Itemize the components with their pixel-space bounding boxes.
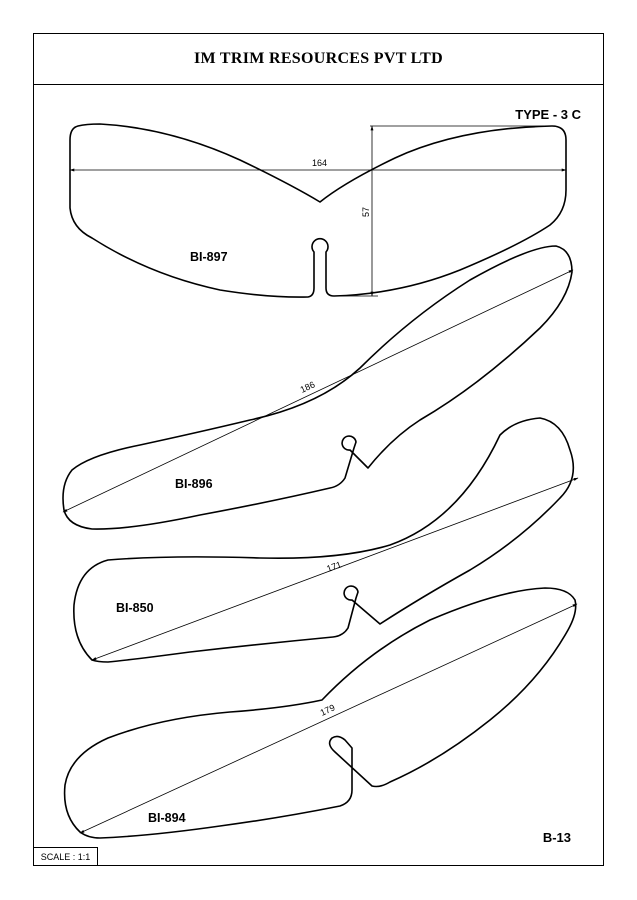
part-bi-894-label: BI-894	[148, 811, 186, 825]
part-bi-896-length-value: 186	[299, 379, 317, 394]
part-bi-897-width-value: 164	[312, 158, 327, 168]
company-title: IM TRIM RESOURCES PVT LTD	[33, 33, 604, 85]
part-bi-850: 171 BI-850	[73, 417, 579, 663]
part-bi-896-label: BI-896	[175, 477, 213, 491]
part-bi-897-height-value: 57	[361, 207, 371, 217]
part-bi-894-length-dim	[79, 603, 578, 834]
part-bi-894-length-value: 179	[319, 702, 337, 717]
type-label: TYPE - 3 C	[515, 107, 581, 122]
part-bi-897: 164 57 BI-897	[69, 123, 567, 298]
part-bi-850-outline	[73, 417, 575, 663]
part-bi-897-outline	[69, 123, 567, 298]
sheet-number: B-13	[542, 830, 571, 845]
part-bi-896-length-dim	[62, 269, 574, 513]
part-bi-897-label: BI-897	[190, 250, 228, 264]
part-bi-850-length-value: 171	[325, 559, 343, 574]
part-bi-850-label: BI-850	[116, 601, 154, 615]
scale-box: SCALE : 1:1	[33, 847, 98, 866]
part-bi-894: 179 BI-894	[63, 587, 578, 839]
part-bi-896-outline	[62, 245, 573, 530]
part-bi-896: 186 BI-896	[62, 245, 574, 530]
